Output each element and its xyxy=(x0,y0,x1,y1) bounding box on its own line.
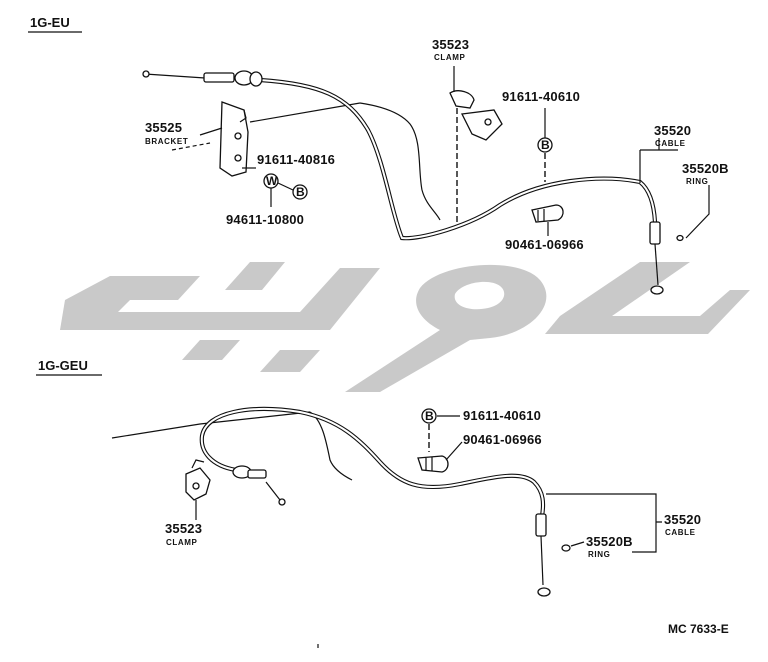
clip-part xyxy=(531,204,564,223)
label-bolt-40610: 91611-40610 xyxy=(502,89,580,104)
diagram-code: MC 7633-E xyxy=(668,622,729,636)
ring-part xyxy=(561,544,571,552)
section-label-lower: 1G-GEU xyxy=(38,358,88,373)
leader-line xyxy=(445,441,463,461)
label-bracket-number: 35525 xyxy=(145,120,182,135)
bolt-symbol: B xyxy=(292,184,308,200)
label-ring-number: 35520B xyxy=(682,161,729,176)
bolt-letter: B xyxy=(541,138,550,152)
label-bolt-40610-lower: 91611-40610 xyxy=(463,408,541,423)
label-clamp-name: CLAMP xyxy=(434,53,466,62)
accelerator-cable xyxy=(200,408,544,517)
leader-line xyxy=(277,182,294,191)
leader-line xyxy=(199,127,223,136)
cable-pedal-end xyxy=(232,465,286,506)
bolt-symbol: B xyxy=(421,408,437,424)
ring-part xyxy=(676,234,684,242)
label-cable-number-lower: 35520 xyxy=(664,512,701,527)
label-ring-name: RING xyxy=(686,177,708,186)
cable-throttle-end xyxy=(649,221,684,295)
cable-throttle-end xyxy=(535,513,571,597)
washer-symbol: W xyxy=(263,173,279,189)
washer-letter: W xyxy=(266,174,278,188)
body-panel-edge xyxy=(111,411,311,439)
leader-line xyxy=(546,493,662,553)
clamp-part xyxy=(449,90,503,141)
clamp-part xyxy=(185,459,211,501)
label-ring-name-lower: RING xyxy=(588,550,610,559)
leader-line xyxy=(570,541,585,547)
label-clip-lower: 90461-06966 xyxy=(463,432,542,447)
bolt-letter: B xyxy=(296,185,305,199)
body-panel-edge xyxy=(359,102,441,221)
label-ring-number-lower: 35520B xyxy=(586,534,633,549)
body-panel-edge xyxy=(309,411,353,481)
lower-diagram: B xyxy=(111,406,662,597)
label-clamp-number-lower: 35523 xyxy=(165,521,202,536)
label-cable-name-lower: CABLE xyxy=(665,528,696,537)
upper-diagram: W B B xyxy=(142,66,710,295)
label-clamp-number: 35523 xyxy=(432,37,469,52)
label-cable-name: CABLE xyxy=(655,139,686,148)
clip-part xyxy=(417,455,449,473)
label-bolt-40816: 91611-40816 xyxy=(257,152,335,167)
cable-pedal-end xyxy=(142,70,263,87)
label-washer: 94611-10800 xyxy=(226,212,304,227)
label-cable-number: 35520 xyxy=(654,123,691,138)
label-bracket-name: BRACKET xyxy=(145,137,188,146)
label-clip: 90461-06966 xyxy=(505,237,584,252)
leader-line xyxy=(640,138,678,151)
bolt-letter: B xyxy=(425,409,434,423)
bolt-symbol: B xyxy=(537,137,553,153)
watermark-logo xyxy=(60,262,750,392)
bracket-part xyxy=(219,101,249,177)
leader-line xyxy=(685,185,710,239)
body-panel-edge xyxy=(249,102,361,123)
section-label-upper: 1G-EU xyxy=(30,15,70,30)
label-clamp-name-lower: CLAMP xyxy=(166,538,198,547)
